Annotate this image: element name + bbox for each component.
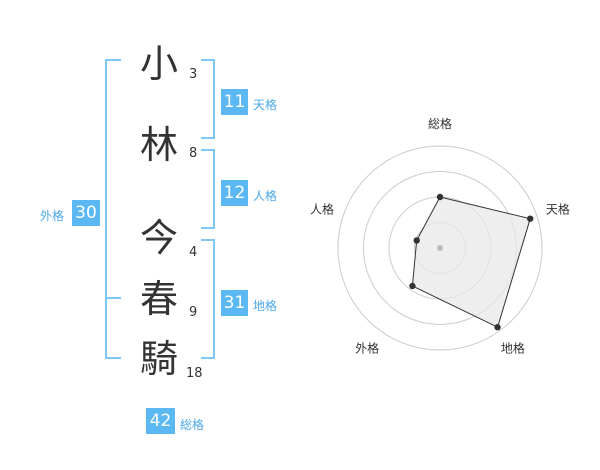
stroke-count-5: 18	[186, 366, 203, 381]
radar-polygon	[411, 196, 531, 328]
stroke-count-4: 9	[189, 305, 198, 320]
radar-point-2	[527, 215, 534, 222]
soukaku-badge: 42	[146, 408, 175, 434]
name-char-5: 騎	[139, 337, 178, 381]
name-char-4: 春	[139, 277, 178, 321]
jinkaku-badge: 12	[221, 180, 248, 206]
name-char-3: 今	[139, 216, 178, 260]
radar-ring-4	[337, 145, 543, 351]
radar-point-4	[409, 282, 416, 290]
radar-axis-label-3: 地格	[501, 340, 525, 355]
radar-axis-label-1: 総格	[428, 116, 452, 131]
radar-point-1	[436, 193, 444, 201]
soukaku-label: 総格	[180, 418, 205, 432]
jinkaku-label: 人格	[253, 189, 278, 203]
chikaku-bracket	[201, 239, 215, 359]
radar-center-dot	[437, 245, 443, 251]
jinkaku-bracket	[201, 149, 215, 229]
chikaku-badge: 31	[221, 290, 248, 316]
tenkaku-label: 天格	[253, 98, 278, 112]
gaikaku-badge: 30	[72, 200, 100, 226]
stroke-count-3: 4	[189, 245, 198, 260]
radar-axis-label-2: 天格	[546, 202, 570, 217]
radar-axis-label-5: 人格	[310, 202, 334, 217]
tenkaku-badge: 11	[221, 89, 248, 115]
name-char-2: 林	[139, 123, 178, 167]
stroke-count-2: 8	[189, 146, 198, 161]
chikaku-label: 地格	[253, 299, 278, 313]
radar-axis-label-4: 外格	[355, 340, 379, 355]
gaikaku-label: 外格	[40, 209, 65, 223]
tenkaku-bracket	[201, 59, 215, 139]
name-char-1: 小	[139, 42, 178, 86]
radar-point-3	[494, 324, 501, 331]
stroke-count-1: 3	[189, 67, 198, 82]
radar-point-5	[413, 237, 420, 244]
outer-bracket	[105, 59, 121, 359]
